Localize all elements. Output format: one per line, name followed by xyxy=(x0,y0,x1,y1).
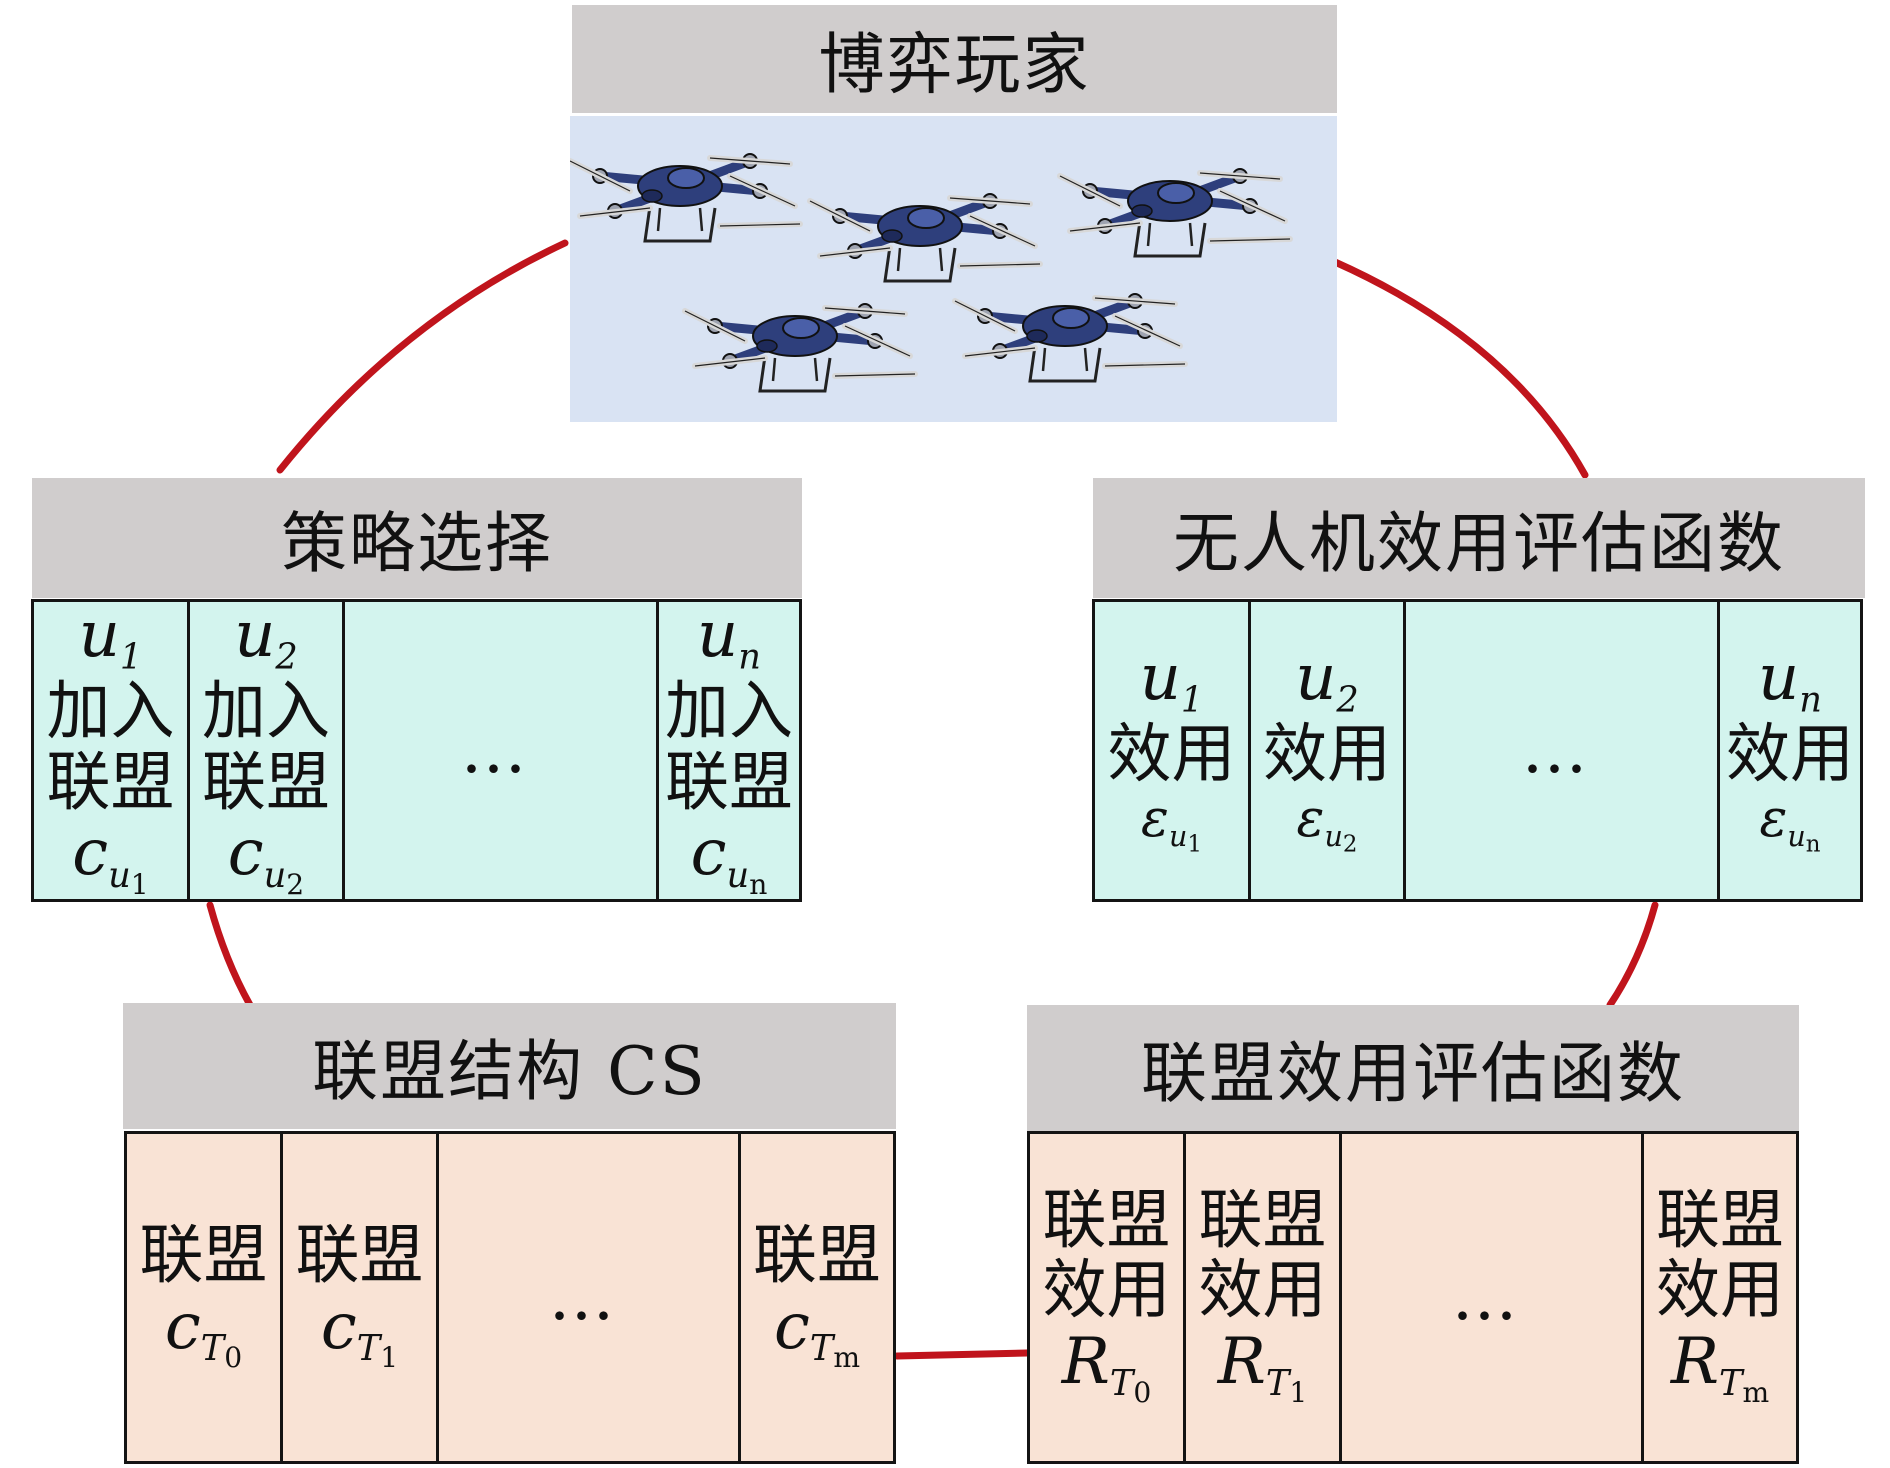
game-players-header: 博弈玩家 xyxy=(572,5,1337,113)
strategy-cell-ellipsis: … xyxy=(345,602,659,899)
coalition-text: 联盟 xyxy=(665,745,793,820)
coalition-utility-cell-t0: 联盟 效用 RT0 xyxy=(1030,1134,1186,1461)
ring-arc-right xyxy=(1606,901,1659,1009)
strategy-cell-un: un 加入 联盟 cun xyxy=(659,598,799,901)
utility-symbol: εun xyxy=(1759,788,1821,858)
strategy-selection-header: 策略选择 xyxy=(32,478,802,598)
coalition-structure-header: 联盟结构 CS xyxy=(123,1003,896,1129)
structure-cell-t1: 联盟 cT1 xyxy=(283,1134,439,1461)
game-players-title: 博弈玩家 xyxy=(818,26,1091,103)
utility-symbol: εu1 xyxy=(1141,788,1202,858)
coalition-symbol: cun xyxy=(690,816,768,901)
coalition-utility-cell-t1: 联盟 效用 RT1 xyxy=(1186,1134,1342,1461)
member-label: u2 xyxy=(234,598,298,678)
utility-symbol: εu2 xyxy=(1296,788,1358,858)
coalition-text: 联盟 xyxy=(753,1219,881,1294)
drone-swarm-panel xyxy=(570,116,1337,422)
ring-arc-bottom xyxy=(893,1349,1031,1360)
coalition-symbol: cu1 xyxy=(72,816,149,901)
coalition-structure-title: 联盟结构 CS xyxy=(312,1033,707,1110)
ellipsis: … xyxy=(1451,1258,1532,1336)
uav-utility-cell-ellipsis: … xyxy=(1406,602,1720,899)
ring-arc-left xyxy=(206,901,254,1009)
coalition-utility-grid: 联盟 效用 RT0 联盟 效用 RT1 … 联盟 效用 RTm xyxy=(1027,1131,1799,1464)
member-label: un xyxy=(1758,641,1822,721)
reward-symbol: RT1 xyxy=(1217,1324,1308,1410)
structure-cell-tm: 联盟 cTm xyxy=(741,1134,893,1461)
member-label: u1 xyxy=(1139,641,1204,721)
drone-icon xyxy=(955,294,1185,381)
coalition-utility-cell-tm: 联盟 效用 RTm xyxy=(1644,1134,1796,1461)
uav-utility-cell-u2: u2 效用 εu2 xyxy=(1251,602,1406,899)
coalition-text: 联盟 xyxy=(46,745,175,820)
coalition-text: 联盟 xyxy=(1042,1183,1171,1258)
join-text: 加入 xyxy=(665,675,793,750)
join-text: 加入 xyxy=(46,675,175,750)
structure-cell-t0: 联盟 cT0 xyxy=(127,1134,283,1461)
strategy-selection-title: 策略选择 xyxy=(281,505,553,582)
member-label: un xyxy=(697,598,761,678)
strategy-grid: u1 加入 联盟 cu1 u2 加入 联盟 cu2 … un 加入 联盟 cun xyxy=(31,599,802,902)
uav-utility-grid: u1 效用 εu1 u2 效用 εu2 … un 效用 εun xyxy=(1092,599,1863,902)
uav-utility-cell-un: un 效用 εun xyxy=(1720,602,1860,899)
join-text: 加入 xyxy=(202,675,330,750)
strategy-cell-u1: u1 加入 联盟 cu1 xyxy=(34,598,190,901)
utility-text: 效用 xyxy=(1726,718,1854,793)
member-label: u2 xyxy=(1295,641,1359,721)
reward-symbol: RT0 xyxy=(1061,1324,1152,1410)
coalition-text: 联盟 xyxy=(1656,1183,1784,1258)
reward-symbol: RTm xyxy=(1670,1324,1770,1410)
coalition-structure-grid: 联盟 cT0 联盟 cT1 … 联盟 cTm xyxy=(124,1131,896,1464)
drone-icon xyxy=(810,194,1040,281)
utility-text: 效用 xyxy=(1042,1254,1171,1329)
structure-cell-ellipsis: … xyxy=(439,1134,741,1461)
coalition-utility-header: 联盟效用评估函数 xyxy=(1027,1005,1799,1131)
coalition-text: 联盟 xyxy=(139,1219,268,1294)
coalition-text: 联盟 xyxy=(295,1219,424,1294)
uav-utility-title: 无人机效用评估函数 xyxy=(1173,505,1785,582)
uav-utility-cell-u1: u1 效用 εu1 xyxy=(1095,602,1251,899)
ellipsis: … xyxy=(460,711,541,789)
member-label: u1 xyxy=(78,598,143,678)
utility-text: 效用 xyxy=(1107,718,1236,793)
drone-swarm-image xyxy=(570,116,1337,422)
coalition-utility-title: 联盟效用评估函数 xyxy=(1141,1035,1685,1112)
coalition-symbol: cu2 xyxy=(227,816,305,901)
coalition-symbol: cT0 xyxy=(164,1289,243,1374)
coalition-text: 联盟 xyxy=(202,745,330,820)
coalition-symbol: cT1 xyxy=(320,1289,399,1374)
utility-text: 效用 xyxy=(1263,718,1391,793)
uav-utility-header: 无人机效用评估函数 xyxy=(1093,478,1865,598)
coalition-utility-cell-ellipsis: … xyxy=(1342,1134,1644,1461)
drone-icon xyxy=(570,154,800,241)
utility-text: 效用 xyxy=(1198,1254,1327,1329)
ellipsis: … xyxy=(1521,711,1602,789)
utility-text: 效用 xyxy=(1656,1254,1784,1329)
drone-icon xyxy=(685,304,915,391)
strategy-cell-u2: u2 加入 联盟 cu2 xyxy=(190,598,345,901)
ellipsis: … xyxy=(548,1258,629,1336)
ring-arc-top-right xyxy=(1331,258,1589,479)
drone-icon xyxy=(1060,169,1290,256)
coalition-symbol: cTm xyxy=(773,1289,861,1374)
coalition-text: 联盟 xyxy=(1198,1183,1327,1258)
ring-arc-top-left xyxy=(276,239,569,474)
